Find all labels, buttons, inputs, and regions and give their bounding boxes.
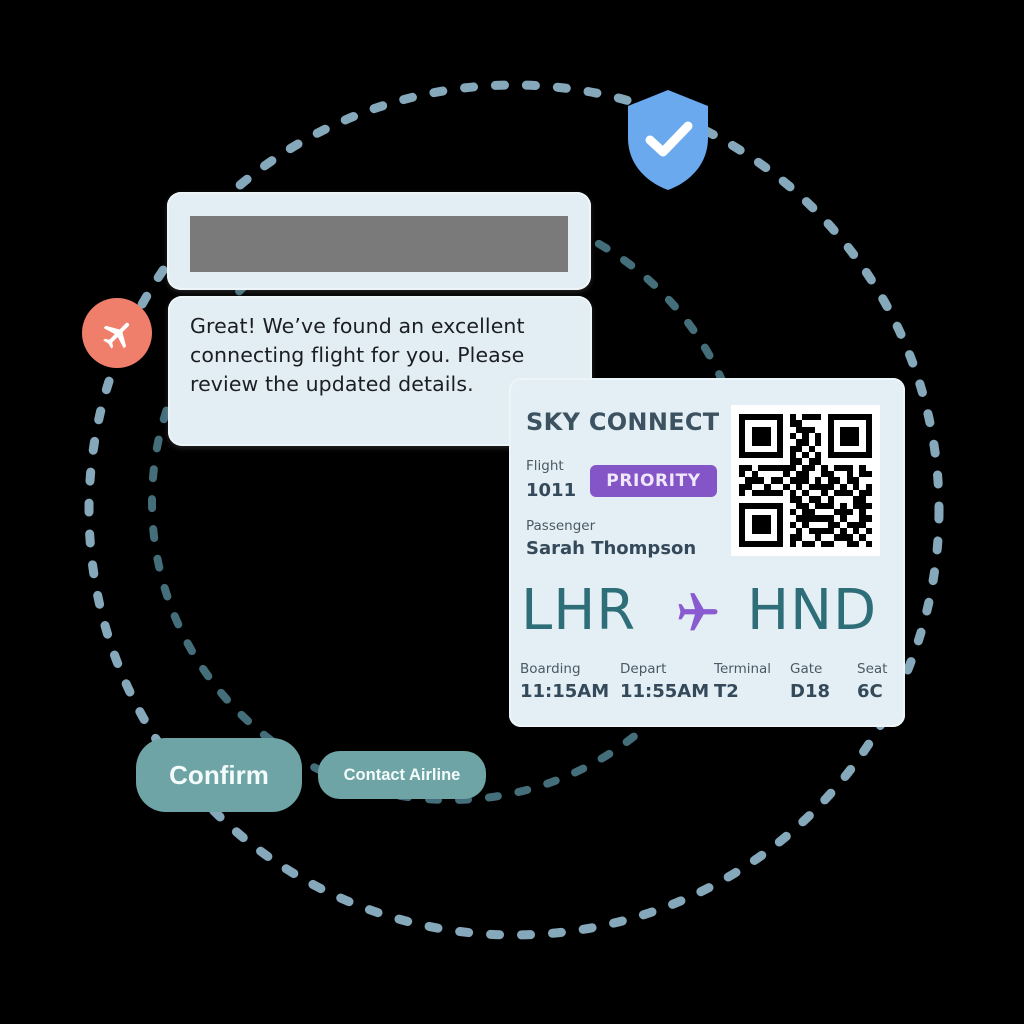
depart-time: 11:55AM [620,681,710,702]
qr-code-icon [739,414,872,547]
origin-code: LHR [521,578,637,643]
boarding-label: Boarding [520,661,581,677]
depart-label: Depart [620,661,667,677]
shield-check-icon [628,90,708,190]
flight-label: Flight [526,458,564,474]
flight-number: 1011 [526,480,577,501]
confirm-button[interactable]: Confirm [136,738,302,812]
boarding-pass: SKY CONNECT Flight 1011 PRIORITY Passeng… [509,378,905,727]
airplane-icon [103,322,130,349]
seat-label: Seat [857,661,888,677]
seat-value: 6C [857,681,883,702]
header-card [167,192,591,290]
terminal-label: Terminal [714,661,772,677]
contact-airline-button[interactable]: Contact Airline [318,751,486,799]
passenger-name: Sarah Thompson [526,538,697,559]
gate-value: D18 [790,681,830,702]
airplane-badge [82,298,152,368]
message-text: Great! We’ve found an excellent connecti… [190,314,525,396]
gate-label: Gate [790,661,823,677]
boarding-time: 11:15AM [520,681,610,702]
priority-badge: PRIORITY [590,465,717,497]
destination-code: HND [747,578,878,643]
terminal-value: T2 [714,681,739,702]
qr-code [731,405,880,556]
redacted-block [190,216,568,272]
airplane-icon [678,593,718,631]
airline-name: SKY CONNECT [526,408,720,436]
passenger-label: Passenger [526,518,596,534]
